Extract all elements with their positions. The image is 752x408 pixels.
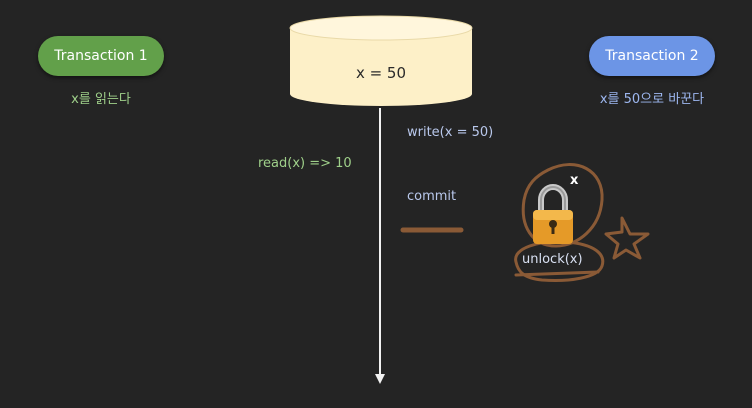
transaction-1-caption: x를 읽는다 bbox=[71, 92, 131, 107]
transaction-1-badge: Transaction 1 bbox=[38, 36, 164, 76]
star-doodle bbox=[604, 216, 650, 260]
unlock-event-label: unlock(x) bbox=[522, 252, 583, 267]
transaction-2-badge: Transaction 2 bbox=[589, 36, 715, 76]
commit-event-label: commit bbox=[407, 189, 457, 204]
write-event-label: write(x = 50) bbox=[407, 125, 494, 140]
lock-annotation-circle bbox=[521, 163, 604, 248]
lock-x-mark: x bbox=[570, 173, 579, 188]
timeline-arrow bbox=[375, 108, 385, 384]
database-value: x = 50 bbox=[355, 64, 407, 82]
padlock-icon bbox=[533, 184, 573, 244]
transaction-2-caption: x를 50으로 바꾼다 bbox=[599, 92, 705, 107]
unlock-underline-mark bbox=[514, 270, 600, 277]
database-cylinder bbox=[289, 15, 473, 106]
read-event-label: read(x) => 10 bbox=[258, 156, 352, 171]
